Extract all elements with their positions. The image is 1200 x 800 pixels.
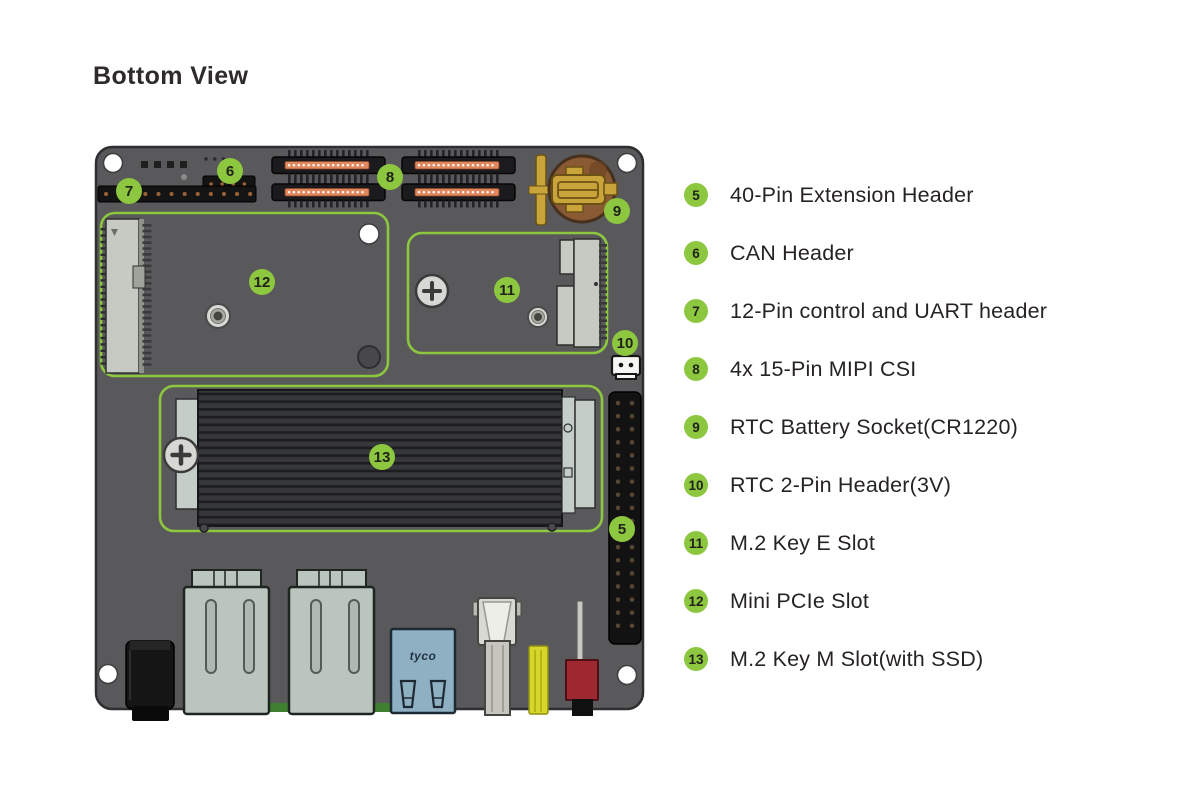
tyco-connector: tyco bbox=[389, 627, 457, 715]
legend-badge-11: 11 bbox=[684, 531, 708, 555]
legend-item-8: 8 4x 15-Pin MIPI CSI bbox=[684, 357, 1047, 381]
board-callout-10: 10 bbox=[612, 330, 638, 356]
board-callout-8: 8 bbox=[377, 164, 403, 190]
ethernet-port-2 bbox=[287, 569, 376, 716]
red-component bbox=[565, 600, 599, 716]
legend-label-6: CAN Header bbox=[730, 240, 854, 265]
legend-badge-9: 9 bbox=[684, 415, 708, 439]
board-callout-7: 7 bbox=[116, 178, 142, 204]
legend-badge-6: 6 bbox=[684, 241, 708, 265]
legend-label-13: M.2 Key M Slot(with SSD) bbox=[730, 646, 984, 671]
metal-connector bbox=[472, 597, 522, 716]
legend-item-11: 11 M.2 Key E Slot bbox=[684, 531, 1047, 555]
rtc-2pin-header bbox=[610, 354, 642, 380]
legend-badge-10: 10 bbox=[684, 473, 708, 497]
legend-label-9: RTC Battery Socket(CR1220) bbox=[730, 414, 1018, 439]
mipi-csi-connectors bbox=[271, 150, 516, 208]
tyco-label: tyco bbox=[410, 649, 437, 663]
board-callout-5: 5 bbox=[609, 516, 635, 542]
m2-key-m-slot bbox=[158, 384, 604, 533]
page-title: Bottom View bbox=[93, 62, 249, 90]
legend: 5 40-Pin Extension Header 6 CAN Header 7… bbox=[684, 183, 1047, 671]
legend-label-5: 40-Pin Extension Header bbox=[730, 182, 974, 207]
legend-item-6: 6 CAN Header bbox=[684, 241, 1047, 265]
yellow-component bbox=[528, 645, 549, 715]
mounting-holes bbox=[97, 152, 638, 686]
legend-item-5: 5 40-Pin Extension Header bbox=[684, 183, 1047, 207]
legend-badge-8: 8 bbox=[684, 357, 708, 381]
legend-label-12: Mini PCIe Slot bbox=[730, 588, 870, 613]
power-jack bbox=[125, 640, 175, 721]
legend-badge-12: 12 bbox=[684, 589, 708, 613]
board-callout-13: 13 bbox=[369, 444, 395, 470]
board-callout-12: 12 bbox=[249, 269, 275, 295]
legend-item-10: 10 RTC 2-Pin Header(3V) bbox=[684, 473, 1047, 497]
legend-label-10: RTC 2-Pin Header(3V) bbox=[730, 472, 952, 497]
board-callout-9: 9 bbox=[604, 198, 630, 224]
board-callout-6: 6 bbox=[217, 158, 243, 184]
legend-label-7: 12-Pin control and UART header bbox=[730, 298, 1048, 323]
legend-item-13: 13 M.2 Key M Slot(with SSD) bbox=[684, 647, 1047, 671]
board-illustration: tyco bbox=[94, 145, 645, 721]
legend-item-9: 9 RTC Battery Socket(CR1220) bbox=[684, 415, 1047, 439]
legend-badge-7: 7 bbox=[684, 299, 708, 323]
legend-item-7: 7 12-Pin control and UART header bbox=[684, 299, 1047, 323]
legend-badge-5: 5 bbox=[684, 183, 708, 207]
ethernet-port-1 bbox=[182, 569, 271, 716]
smd-components bbox=[141, 157, 233, 180]
board-callout-11: 11 bbox=[494, 277, 520, 303]
legend-item-12: 12 Mini PCIe Slot bbox=[684, 589, 1047, 613]
legend-label-8: 4x 15-Pin MIPI CSI bbox=[730, 356, 917, 381]
m2-key-e-slot bbox=[406, 231, 609, 355]
legend-badge-13: 13 bbox=[684, 647, 708, 671]
mini-pcie-slot bbox=[99, 211, 390, 378]
legend-label-11: M.2 Key E Slot bbox=[730, 530, 875, 555]
rtc-battery-socket bbox=[528, 154, 618, 226]
